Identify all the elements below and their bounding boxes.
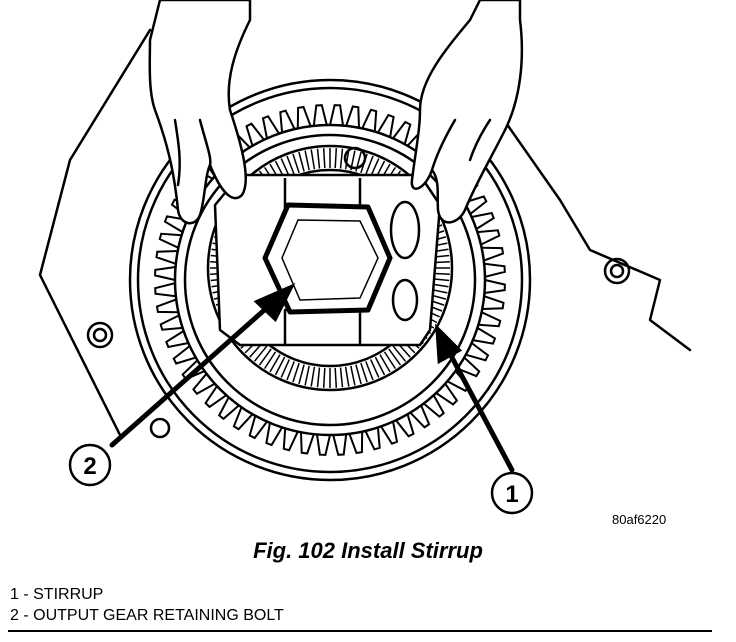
splined-hub-outer (206, 144, 454, 392)
case-bolt-hole-right (603, 257, 631, 285)
callout-2-number: 2 (83, 453, 96, 480)
callout-legend: 1 - STIRRUP 2 - OUTPUT GEAR RETAINING BO… (10, 584, 284, 626)
case-outline-left (38, 28, 152, 437)
gear-inner-ring (173, 123, 487, 437)
technical-illustration: 2 1 (38, 0, 692, 515)
legend-item: 2 - OUTPUT GEAR RETAINING BOLT (10, 607, 284, 624)
image-code: 80af6220 (612, 512, 667, 527)
callout-1: 1 (490, 471, 534, 515)
case-outline-right (488, 98, 692, 352)
bottom-rule (8, 630, 712, 632)
output-gear-retaining-bolt (262, 202, 393, 315)
callout-1-leader (445, 347, 515, 473)
callout-1-number: 1 (505, 481, 518, 508)
case-bolt-hole-left (86, 321, 114, 349)
case-bolt-hole-bottom (149, 417, 171, 439)
figure-caption: Fig. 102 Install Stirrup (253, 538, 483, 563)
left-hand (148, 0, 252, 225)
legend-item: 1 - STIRRUP (10, 586, 104, 603)
callout-2: 2 (68, 443, 112, 487)
housing-outer-ring (128, 78, 532, 482)
right-hand (410, 0, 524, 224)
callout-2-leader (109, 302, 273, 448)
